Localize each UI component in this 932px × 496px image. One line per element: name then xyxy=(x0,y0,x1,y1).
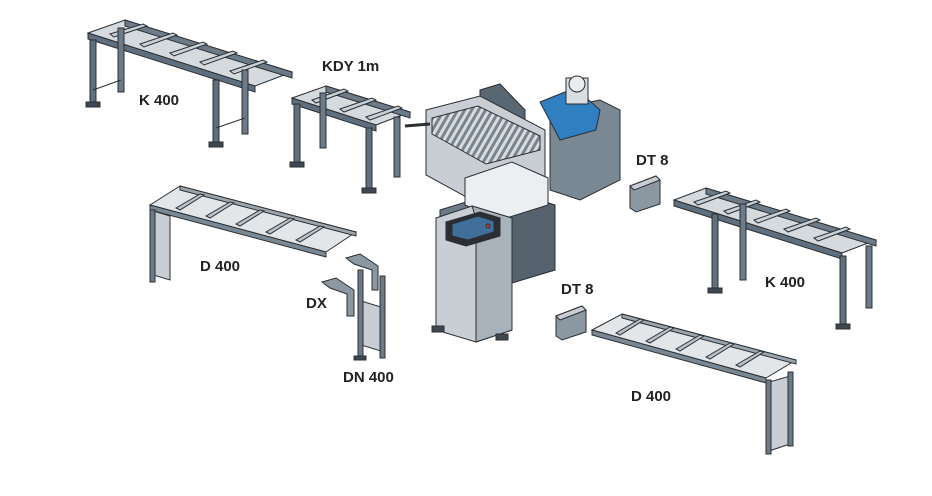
label-k400-left: K 400 xyxy=(139,92,180,109)
band-saw-machine xyxy=(404,75,621,343)
label-dn400: DN 400 xyxy=(343,369,394,386)
dn400-support xyxy=(353,269,386,361)
k400-right-conveyor xyxy=(672,187,878,330)
k400-left-conveyor xyxy=(85,19,294,148)
kdy-conveyor xyxy=(289,85,412,194)
label-dt8-bottom: DT 8 xyxy=(561,281,594,298)
dx-bracket xyxy=(320,253,379,317)
dt8-top-part xyxy=(629,175,661,213)
label-dx: DX xyxy=(306,295,327,312)
label-d400-right: D 400 xyxy=(631,388,672,405)
d400-left-table xyxy=(148,185,358,283)
label-k400-right: K 400 xyxy=(765,274,806,291)
d400-right-table xyxy=(590,313,798,455)
label-dt8-top: DT 8 xyxy=(636,152,669,169)
dt8-bottom-part xyxy=(555,305,587,341)
label-d400-left: D 400 xyxy=(200,258,241,275)
label-kdy-1m: KDY 1m xyxy=(322,58,380,75)
